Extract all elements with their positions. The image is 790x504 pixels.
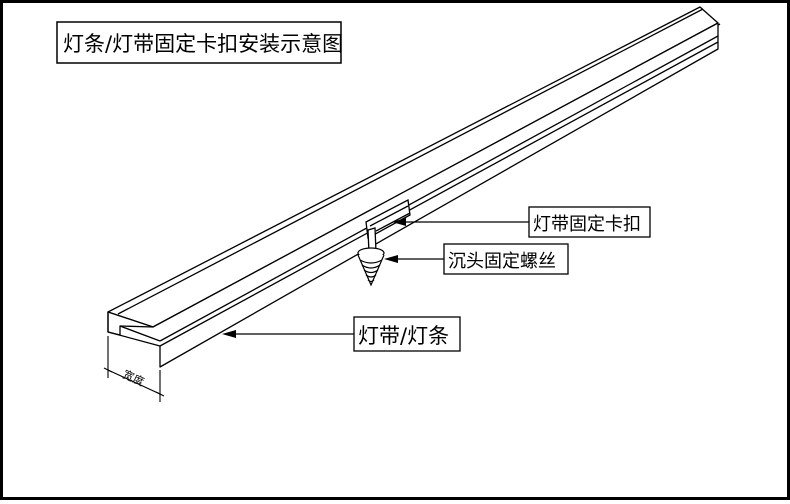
strip-end-profile-line xyxy=(119,325,161,342)
light-strip-body xyxy=(107,6,721,368)
dimension-tick xyxy=(155,391,165,397)
strip-ridge-line xyxy=(159,35,719,342)
strip-leader-arrow xyxy=(222,330,236,338)
strip-label-frame xyxy=(353,316,461,352)
countersunk-screw xyxy=(357,247,385,287)
callout-clip: 灯带固定卡扣 xyxy=(392,206,651,238)
strip-groove-line xyxy=(117,8,704,315)
clip-inner-line xyxy=(369,205,409,227)
dimension-line xyxy=(107,369,161,395)
screw-leader-arrow xyxy=(384,255,398,263)
dimension-tick xyxy=(103,367,113,373)
screw-label: 沉头固定螺丝 xyxy=(448,251,556,272)
callout-strip: 灯带/灯条 xyxy=(222,316,461,352)
strip-ridge-line xyxy=(159,41,719,347)
callout-screw: 沉头固定螺丝 xyxy=(384,243,569,275)
diagram-title: 灯条/灯带固定卡扣安装示意图 xyxy=(63,32,343,56)
strip-end-profile xyxy=(107,312,154,336)
title-box: 灯条/灯带固定卡扣安装示意图 xyxy=(56,21,343,64)
screw-label-frame xyxy=(443,243,569,275)
clip-label: 灯带固定卡扣 xyxy=(533,214,641,235)
clip-label-frame xyxy=(528,206,651,238)
title-frame xyxy=(56,21,342,64)
clip-top xyxy=(365,198,411,240)
clip-leader-arrow xyxy=(392,218,406,226)
screw-thread xyxy=(359,259,383,283)
strip-label: 灯带/灯条 xyxy=(358,324,449,348)
mounting-clip xyxy=(365,198,411,254)
